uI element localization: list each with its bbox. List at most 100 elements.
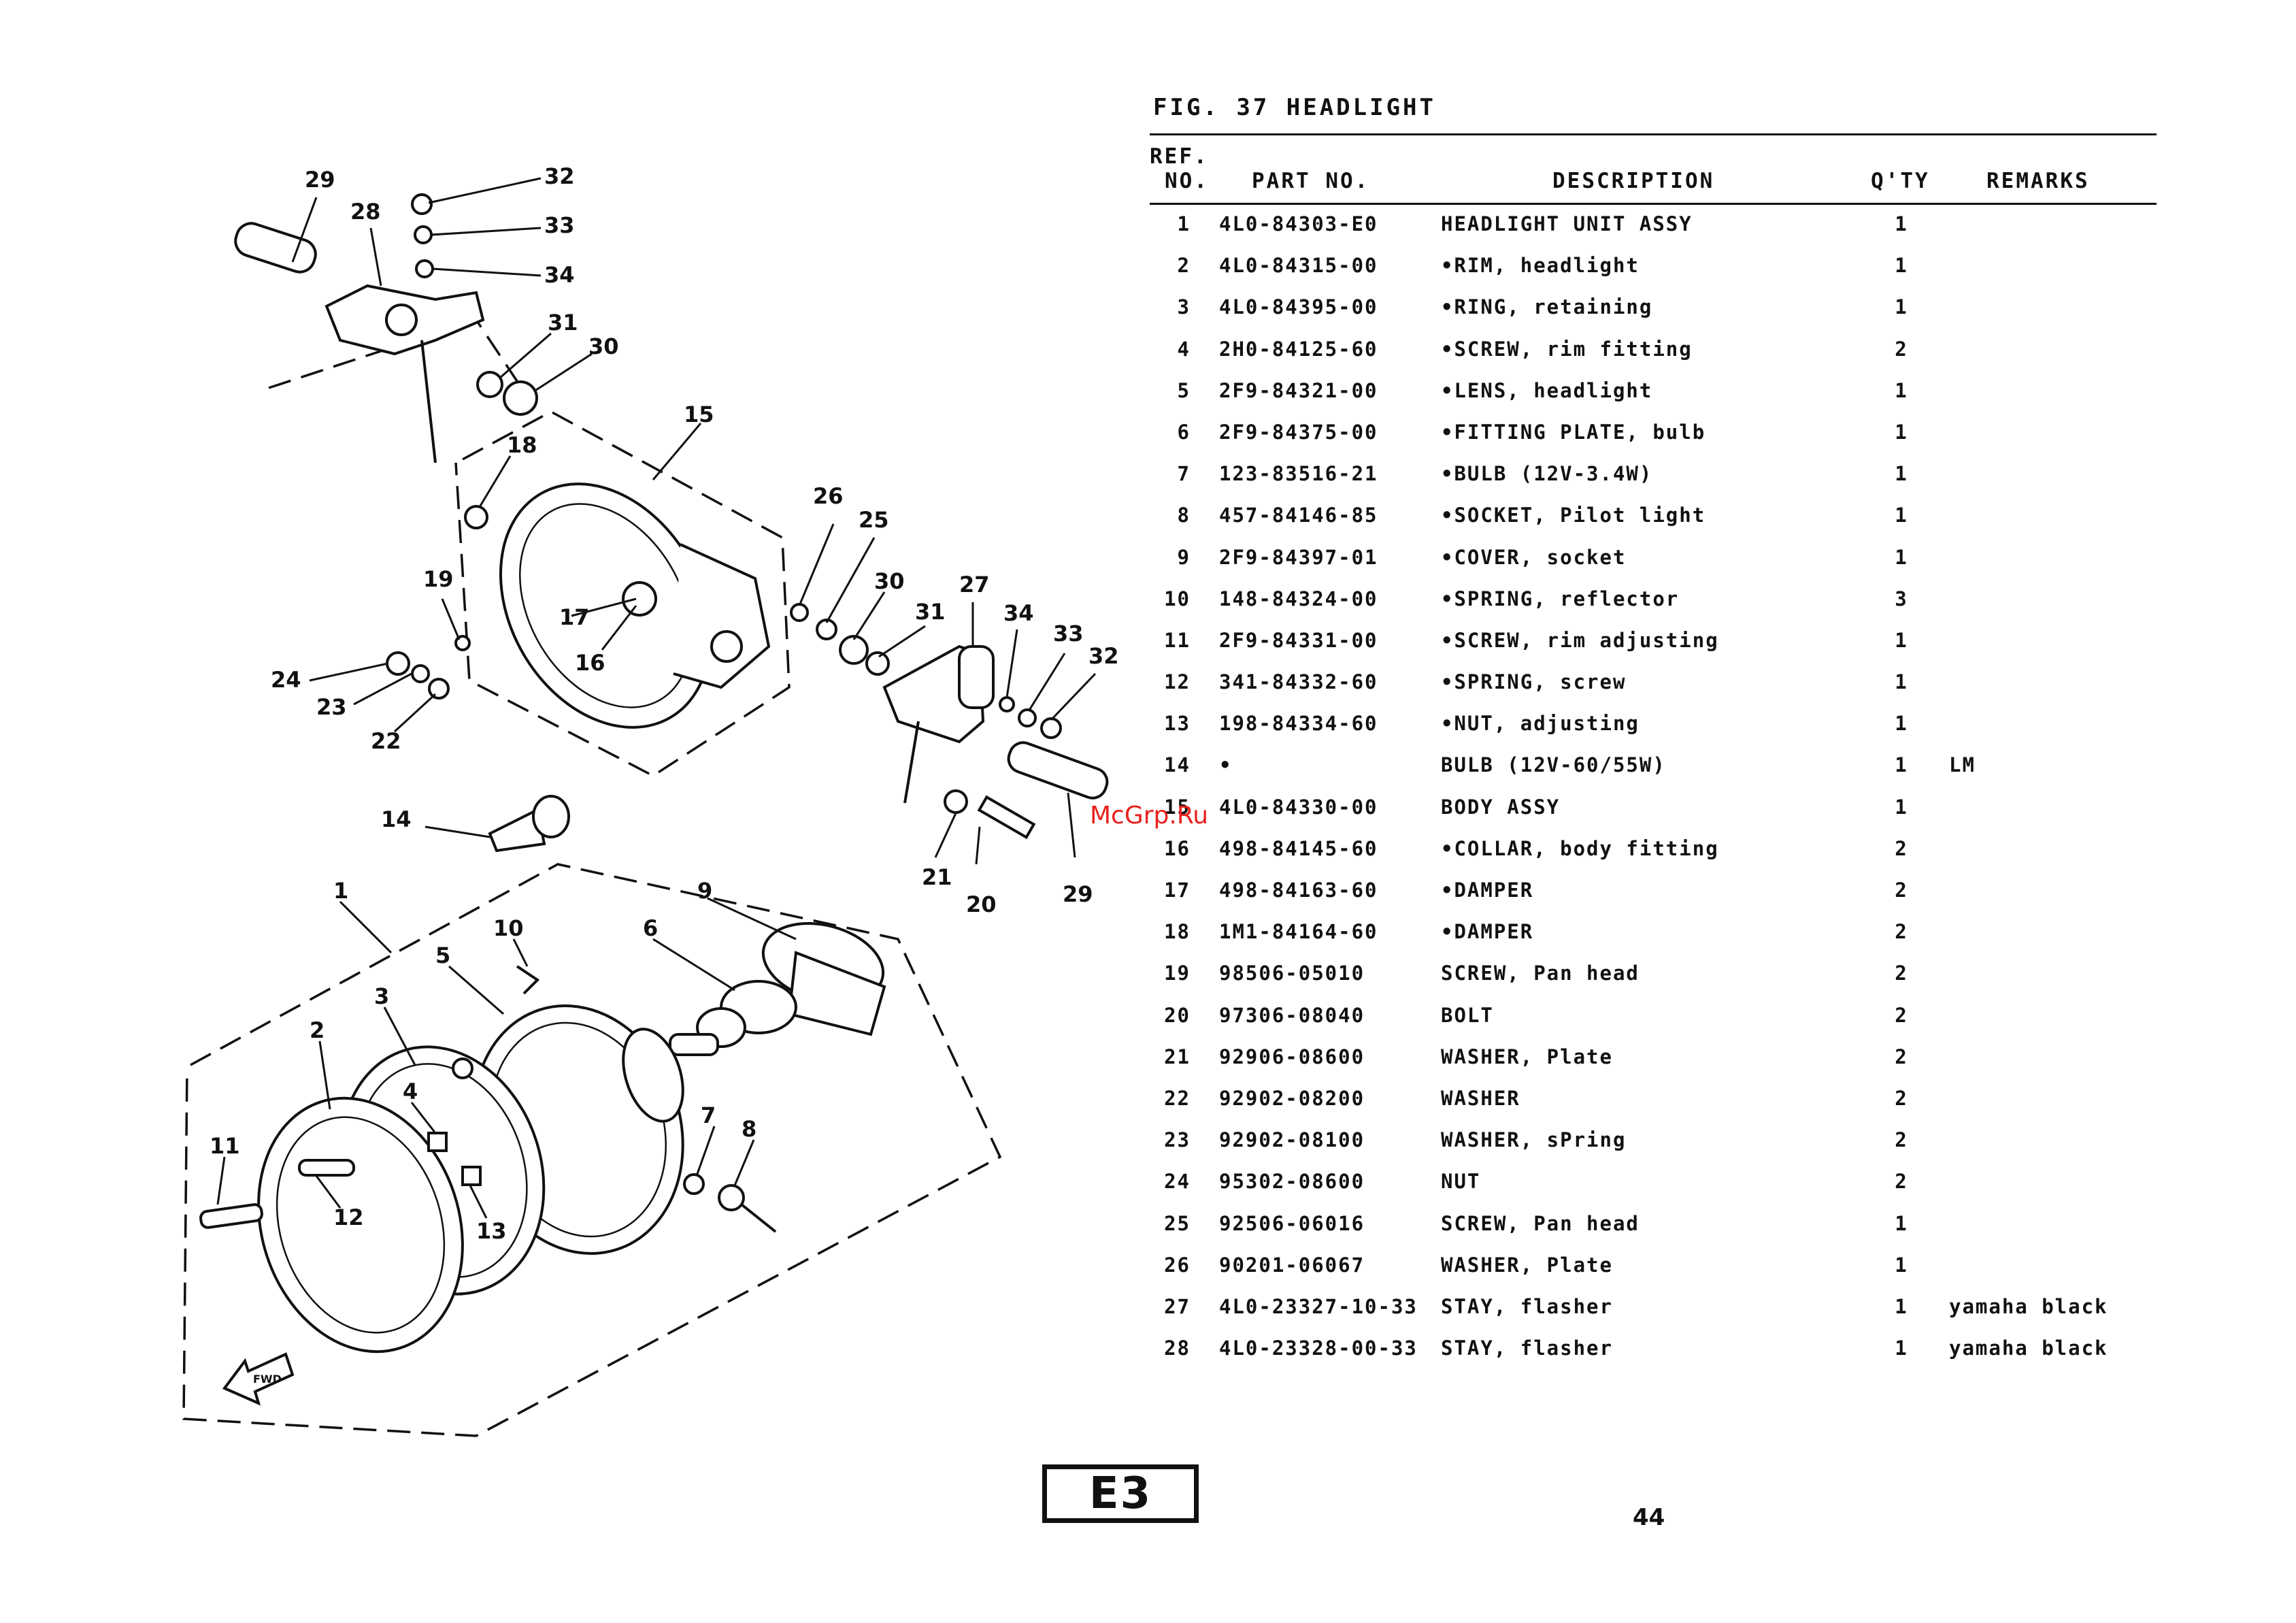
header-description: DESCRIPTION — [1552, 169, 1715, 193]
callout-5: 5 — [435, 942, 450, 968]
callout-30-top: 30 — [588, 333, 619, 359]
remarks-cell: LM — [1949, 753, 1976, 777]
ref-cell: 20 — [1164, 1003, 1191, 1027]
callout-24: 24 — [271, 667, 301, 693]
qty-cell: 2 — [1895, 879, 1908, 902]
qty-cell: 1 — [1895, 753, 1908, 777]
part-no-cell: 341-84332-60 — [1219, 670, 1378, 694]
part-no-cell: 2F9-84321-00 — [1219, 378, 1378, 402]
ref-cell: 7 — [1177, 462, 1191, 486]
description-cell: WASHER, Plate — [1441, 1253, 1613, 1277]
qty-cell: 2 — [1895, 337, 1908, 361]
description-cell: BOLT — [1441, 1003, 1494, 1027]
figure-title: FIG. 37 HEADLIGHT — [1153, 94, 1436, 121]
callout-34-top: 34 — [544, 262, 575, 288]
part-no-cell: 4L0-84330-00 — [1219, 795, 1378, 819]
qty-cell: 1 — [1895, 1337, 1908, 1360]
part-no-cell: • — [1219, 753, 1233, 777]
qty-cell: 2 — [1895, 836, 1908, 860]
part-no-cell: 92902-08200 — [1219, 1086, 1365, 1110]
part-no-cell: 2F9-84375-00 — [1219, 420, 1378, 444]
qty-cell: 1 — [1895, 795, 1908, 819]
description-cell: •RING, retaining — [1441, 295, 1653, 319]
ref-cell: 21 — [1164, 1045, 1191, 1068]
qty-cell: 1 — [1895, 254, 1908, 278]
callout-10: 10 — [493, 915, 524, 941]
part-no-cell: 457-84146-85 — [1219, 504, 1378, 527]
callout-17: 17 — [559, 604, 590, 630]
flasher-stay-left — [234, 193, 538, 463]
ref-cell: 19 — [1164, 962, 1191, 985]
description-cell: STAY, flasher — [1441, 1294, 1613, 1318]
socket-cover — [761, 921, 886, 1036]
qty-cell: 1 — [1895, 295, 1908, 319]
ref-cell: 8 — [1177, 504, 1191, 527]
callout-27: 27 — [959, 572, 990, 597]
qty-cell: 1 — [1895, 1253, 1908, 1277]
callout-11: 11 — [210, 1133, 240, 1159]
ref-cell: 27 — [1164, 1294, 1191, 1318]
callout-16: 16 — [575, 650, 605, 676]
callout-33-top: 33 — [544, 212, 575, 238]
ref-cell: 11 — [1164, 628, 1191, 652]
ref-cell: 26 — [1164, 1253, 1191, 1277]
ref-cell: 1 — [1177, 212, 1191, 235]
qty-cell: 2 — [1895, 962, 1908, 985]
callout-34-right: 34 — [1003, 600, 1034, 626]
part-no-cell: 198-84334-60 — [1219, 712, 1378, 736]
ref-cell: 3 — [1177, 295, 1191, 319]
part-no-cell: 90201-06067 — [1219, 1253, 1365, 1277]
ref-cell: 24 — [1164, 1170, 1191, 1194]
callout-29-right: 29 — [1063, 881, 1093, 907]
part-no-cell: 4L0-23327-10-33 — [1219, 1294, 1418, 1318]
part-no-cell: 1M1-84164-60 — [1219, 920, 1378, 944]
qty-cell: 1 — [1895, 420, 1908, 444]
callout-8: 8 — [742, 1116, 756, 1142]
description-cell: •SCREW, rim fitting — [1441, 337, 1693, 361]
callout-20: 20 — [966, 891, 997, 917]
callout-30-right: 30 — [874, 568, 905, 594]
header-qty: Q'TY — [1871, 169, 1930, 193]
callout-21: 21 — [922, 864, 952, 890]
part-no-cell: 2F9-84397-01 — [1219, 545, 1378, 569]
part-no-cell: 498-84163-60 — [1219, 879, 1378, 902]
part-no-cell: 2H0-84125-60 — [1219, 337, 1378, 361]
fastener-stack-left — [386, 651, 450, 700]
table-row: 26 90201-06067 WASHER, Plate 1 — [1150, 1253, 2157, 1295]
part-no-cell: 92906-08600 — [1219, 1045, 1365, 1068]
description-cell: SCREW, Pan head — [1441, 1211, 1640, 1235]
callout-1: 1 — [333, 878, 348, 904]
ref-cell: 15 — [1164, 795, 1191, 819]
description-cell: BODY ASSY — [1441, 795, 1561, 819]
fwd-label: FWD — [253, 1373, 282, 1386]
qty-cell: 3 — [1895, 587, 1908, 610]
qty-cell: 1 — [1895, 670, 1908, 694]
headlight-body — [454, 482, 771, 729]
ref-cell: 23 — [1164, 1128, 1191, 1152]
section-badge: E3 — [1042, 1464, 1199, 1523]
table-row: 15 4L0-84330-00 BODY ASSY 1 — [1150, 796, 2157, 837]
callout-32-top: 32 — [544, 163, 575, 189]
callout-13: 13 — [476, 1218, 507, 1244]
part-no-cell: 98506-05010 — [1219, 962, 1365, 985]
description-cell: WASHER, Plate — [1441, 1045, 1613, 1068]
ref-cell: 6 — [1177, 420, 1191, 444]
ref-cell: 28 — [1164, 1337, 1191, 1360]
ref-cell: 16 — [1164, 836, 1191, 860]
callout-14: 14 — [381, 806, 412, 832]
description-cell: •SCREW, rim adjusting — [1441, 628, 1719, 652]
description-cell: •FITTING PLATE, bulb — [1441, 420, 1706, 444]
ref-cell: 4 — [1177, 337, 1191, 361]
callout-18: 18 — [507, 432, 537, 458]
